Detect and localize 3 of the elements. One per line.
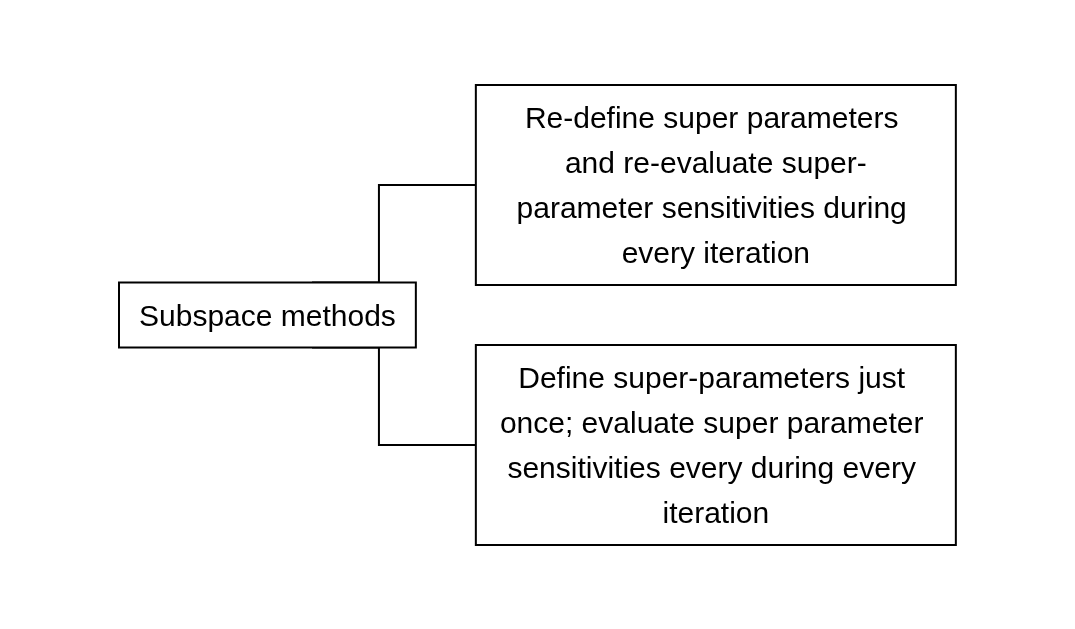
- node-box: Subspace methods: [118, 281, 417, 348]
- node-box: Re-define super parameters and re-evaluate super-parameter sensitivities during every iteration: [474, 83, 957, 286]
- node-box: Define super-parameters just once; evaluate super parameter sensitivities every during every iteration: [474, 343, 957, 546]
